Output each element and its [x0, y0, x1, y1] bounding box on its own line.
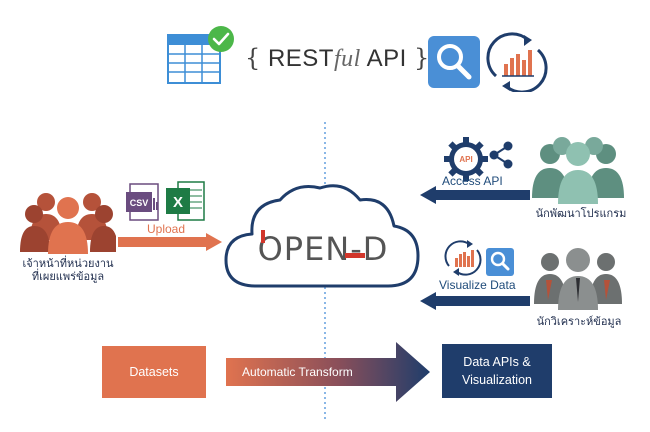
output-box: Data APIs & Visualization	[442, 344, 552, 398]
ful-word: ful	[333, 46, 361, 72]
datasets-label: Datasets	[129, 365, 179, 379]
search-icon	[428, 36, 480, 88]
analyst-people-icon	[534, 248, 622, 310]
magnifier-small-icon	[486, 248, 514, 276]
open-d-logo-text: OPEN-D	[257, 230, 389, 268]
api-word: API	[366, 45, 407, 72]
transform-arrow	[226, 342, 430, 402]
chart-refresh-icon	[486, 32, 548, 92]
spreadsheet-check-icon	[167, 26, 234, 84]
excel-file-icon: X	[166, 181, 205, 221]
developer-people-icon	[532, 137, 624, 204]
output-line2: Visualization	[462, 373, 532, 387]
publisher-people-icon	[20, 193, 116, 254]
api-gear-icon: API	[444, 137, 488, 181]
brace-close: }	[414, 44, 430, 72]
csv-text: CSV	[130, 198, 149, 208]
api-badge-text: API	[459, 155, 472, 164]
brace-open: {	[245, 44, 261, 72]
publisher-label-line2: ที่เผยแพร่ข้อมูล	[31, 271, 105, 283]
rest-word: REST	[267, 45, 334, 72]
transform-label: Automatic Transform	[242, 365, 353, 379]
open-d-cloud	[224, 184, 420, 288]
upload-label: Upload	[147, 222, 186, 236]
upload-arrow	[118, 233, 222, 251]
visualize-data-label: Visualize Data	[439, 278, 516, 292]
chart-refresh-small-icon	[444, 240, 482, 276]
dash-accent-icon	[345, 253, 365, 258]
restful-api-title: { RESTful API }	[245, 44, 430, 73]
power-accent-icon	[261, 230, 265, 243]
datasets-box: Datasets	[102, 346, 206, 398]
access-api-label: Access API	[442, 174, 503, 188]
csv-file-icon: CSV	[126, 183, 159, 221]
developer-label: นักพัฒนาโปรแกรม	[535, 208, 627, 220]
analyst-label: นักวิเคราะห์ข้อมูล	[536, 316, 622, 328]
publisher-label-line1: เจ้าหน้าที่หน่วยงาน	[22, 258, 114, 270]
excel-text: X	[173, 194, 183, 211]
share-icon	[489, 141, 513, 169]
access-api-arrow	[420, 186, 530, 204]
open-d-logo: OPEN-D	[238, 230, 408, 268]
output-line1: Data APIs &	[463, 355, 531, 369]
publisher-label: เจ้าหน้าที่หน่วยงาน ที่เผยแพร่ข้อมูล	[8, 258, 128, 284]
visualize-data-arrow	[420, 292, 530, 310]
